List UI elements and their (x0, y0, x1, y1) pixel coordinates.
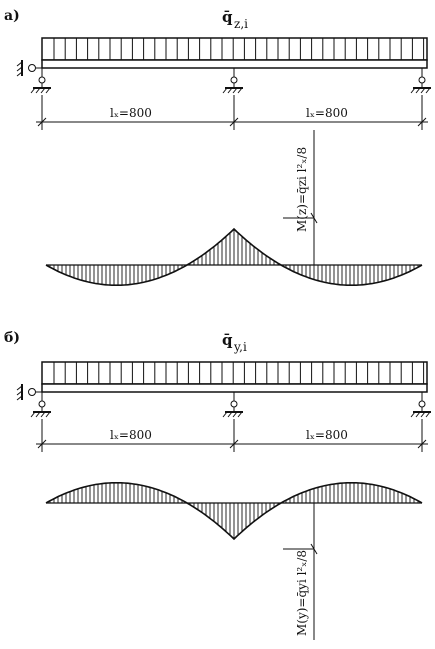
panel-b-dimension (36, 419, 428, 452)
panel-b-moment-marker (283, 503, 318, 640)
panel-a-dimension (36, 95, 428, 130)
panel-a-span-right: lₓ=800 (306, 106, 348, 120)
panel-a-support-right (410, 68, 431, 94)
panel-b-moment-diagram (45, 482, 423, 541)
panel-a-support-left (16, 60, 51, 94)
panel-b: б) q̄ y,i (4, 330, 431, 640)
panel-a-moment-diagram (45, 227, 423, 286)
panel-a-distributed-load (41, 37, 428, 61)
panel-b-support-middle (222, 392, 243, 418)
panel-b-moment-label: M(y)=q̄yi l²ₓ/8 (295, 550, 309, 636)
panel-a-label: а) (4, 8, 20, 24)
panel-a: а) q̄ z,i (4, 8, 431, 286)
panel-b-beam (41, 383, 428, 393)
panel-b-load-symbol: q̄ (222, 331, 233, 349)
panel-a-beam (41, 59, 428, 69)
panel-a-span-left: lₓ=800 (110, 106, 152, 120)
panel-a-support-middle (222, 68, 243, 94)
panel-a-load-symbol: q̄ (222, 8, 233, 26)
panel-b-label: б) (4, 330, 20, 346)
panel-b-span-left: lₓ=800 (110, 428, 152, 442)
panel-b-distributed-load (41, 361, 428, 385)
panel-b-support-right (410, 392, 431, 418)
panel-a-moment-label: M(z)=q̄zi l²ₓ/8 (295, 147, 309, 232)
panel-b-load-subscript: y,i (233, 340, 247, 354)
panel-a-load-subscript: z,i (234, 17, 248, 31)
panel-a-moment-marker (283, 130, 318, 265)
panel-b-support-left (16, 384, 51, 418)
panel-b-span-right: lₓ=800 (306, 428, 348, 442)
